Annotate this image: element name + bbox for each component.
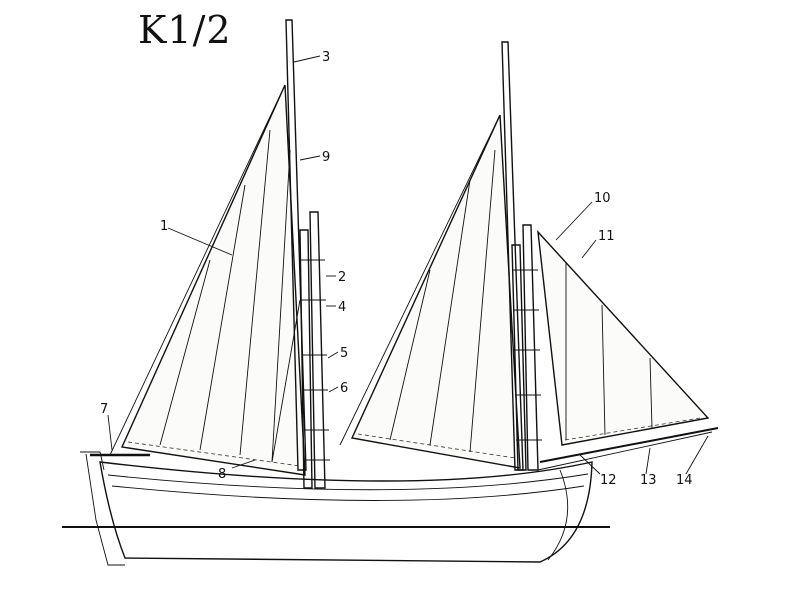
left-ladder-mast <box>299 211 330 489</box>
label-14: 14 <box>676 473 693 488</box>
label-13: 13 <box>640 473 657 488</box>
label-6: 6 <box>340 381 348 396</box>
label-5: 5 <box>340 346 348 361</box>
left-mast <box>285 19 307 471</box>
label-2: 2 <box>338 270 346 285</box>
label-8: 8 <box>218 467 226 482</box>
callout-labels: 1 2 3 4 5 6 7 8 9 10 11 12 13 14 <box>100 50 693 488</box>
hull <box>80 451 593 566</box>
rigging-line <box>271 299 301 463</box>
label-11: 11 <box>598 229 615 244</box>
label-12: 12 <box>600 473 617 488</box>
label-10: 10 <box>594 191 611 206</box>
mizzen-boom <box>537 427 719 471</box>
label-3: 3 <box>322 50 330 65</box>
forestay <box>109 84 286 456</box>
forestay-right <box>339 114 501 446</box>
callout-leaders <box>107 55 709 475</box>
label-9: 9 <box>322 150 330 165</box>
label-7: 7 <box>100 402 108 417</box>
left-sail <box>120 84 306 476</box>
mizzen-sail <box>537 229 710 446</box>
right-ladder-mast <box>511 224 542 471</box>
label-1: 1 <box>160 219 168 234</box>
drawing-title: K1/2 <box>138 8 232 52</box>
right-sail <box>350 114 521 469</box>
label-4: 4 <box>338 300 346 315</box>
